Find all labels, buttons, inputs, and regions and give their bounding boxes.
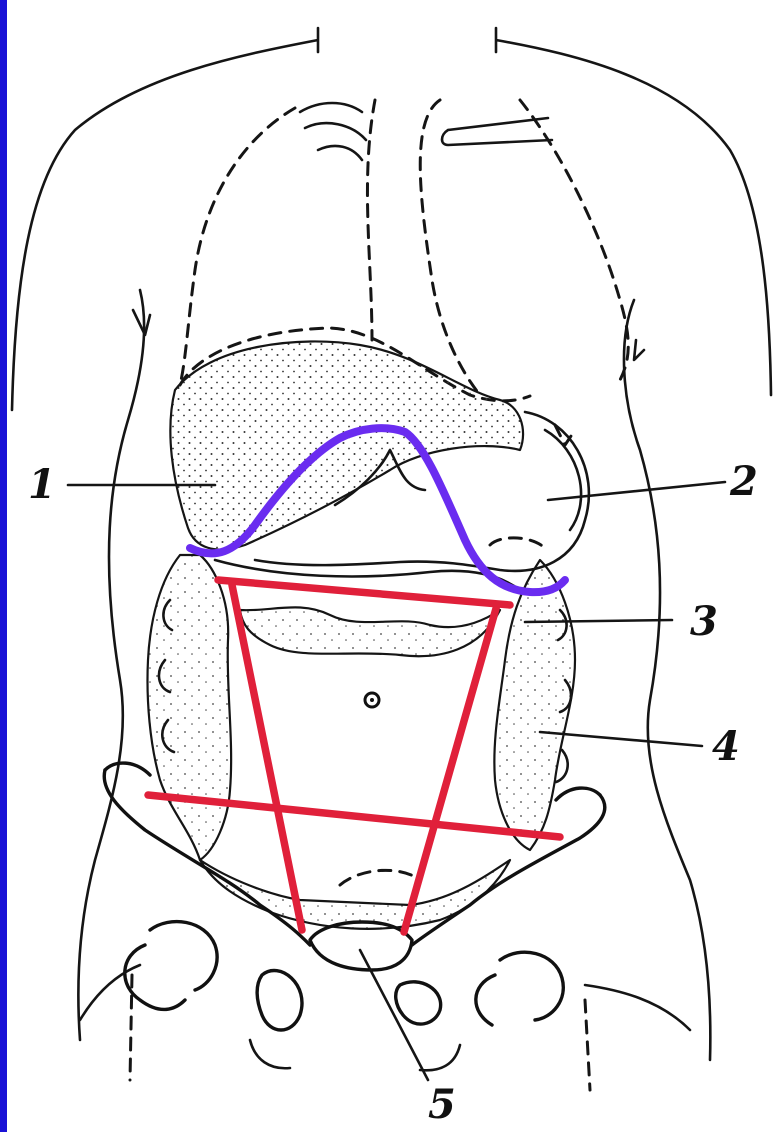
- umbilicus: [365, 693, 379, 707]
- leader-line-4: [540, 732, 702, 746]
- red-top-line: [218, 580, 510, 605]
- bladder-dash: [340, 870, 420, 885]
- label-4: 4: [712, 723, 740, 770]
- leader-line-2: [548, 482, 725, 500]
- ascending-colon: [148, 555, 232, 860]
- liver: [170, 341, 523, 549]
- left-border: [0, 0, 7, 1132]
- label-3: 3: [690, 598, 718, 645]
- label-1: 1: [28, 461, 56, 508]
- transverse-colon: [240, 607, 500, 656]
- stomach-dash: [490, 538, 545, 548]
- label-2: 2: [729, 458, 758, 505]
- leader-line-5: [360, 950, 428, 1080]
- label-5: 5: [428, 1081, 456, 1128]
